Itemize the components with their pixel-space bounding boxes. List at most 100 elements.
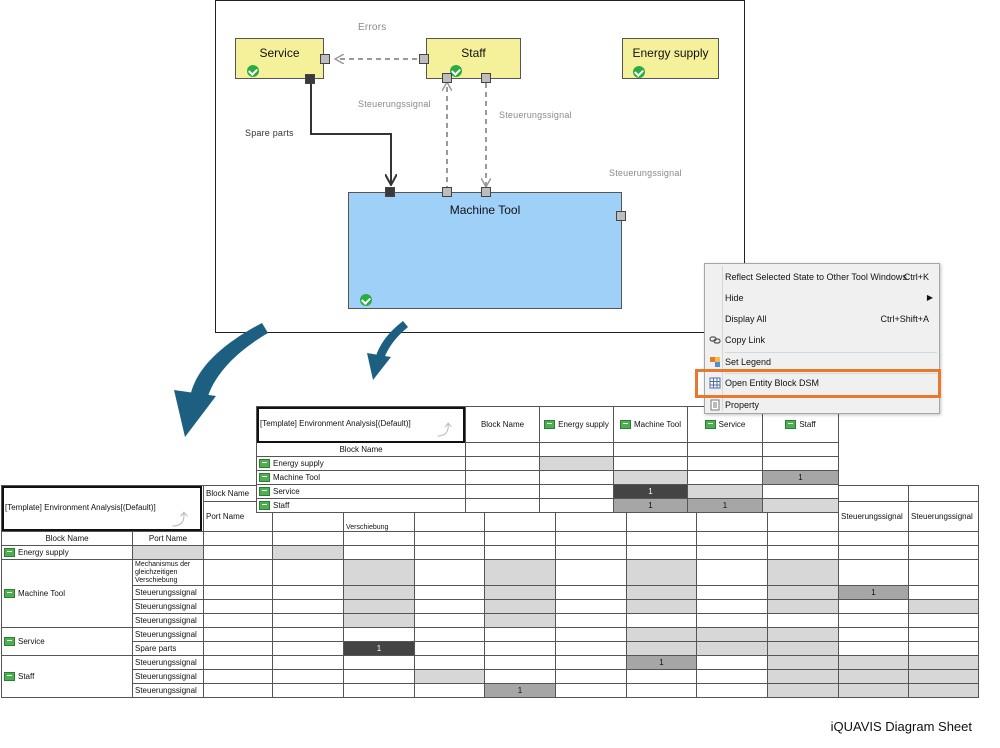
port-name-cell: Steuerungssignal (132, 683, 204, 698)
flow-label-steuerungssignal: Steuerungssignal (499, 110, 572, 120)
port-staff-signal-out[interactable] (481, 73, 491, 83)
entity-icon (704, 420, 716, 430)
col-header-service[interactable]: Service (687, 406, 763, 443)
menu-item-hide[interactable]: Hide ▶ (707, 288, 937, 308)
entity-icon (4, 589, 15, 599)
template-label: [Template] Environment Analysis[(Default… (260, 419, 411, 428)
port-dsm-table[interactable]: [Template] Environment Analysis[(Default… (1, 485, 979, 698)
entity-icon (620, 420, 631, 430)
port-name-cell: Steuerungssignal (132, 613, 204, 628)
menu-item-open-entity-block-dsm[interactable]: Open Entity Block DSM (707, 373, 937, 393)
spare-parts-flow-line (310, 84, 391, 184)
col-block-name-header: Block Name (465, 406, 540, 443)
port-name-cell: Steuerungssignal (132, 627, 204, 642)
dsm-mark[interactable]: 1 (838, 585, 909, 600)
entity-icon (259, 459, 270, 469)
block-machine-tool[interactable]: Machine Tool (348, 192, 622, 309)
row-port-name-header: Port Name (132, 531, 204, 546)
port-name-cell: Spare parts (132, 641, 204, 656)
check-icon (633, 66, 645, 78)
menu-item-property[interactable]: Property (707, 395, 937, 415)
row-block-staff[interactable]: Staff (1, 655, 133, 698)
flow-label-errors: Errors (358, 22, 387, 33)
port-machine-signal-out[interactable] (442, 187, 452, 197)
entity-icon (259, 473, 270, 483)
entity-icon (259, 487, 270, 497)
legend-icon (710, 357, 720, 367)
block-title: Energy supply (632, 46, 709, 60)
port-machine-spare-parts-in[interactable] (385, 187, 395, 197)
dsm-mark[interactable]: 1 (343, 641, 415, 656)
entity-icon (785, 420, 797, 430)
entity-icon (4, 672, 15, 682)
row-block-machine-tool[interactable]: Machine Tool (256, 470, 466, 485)
dsm-mark[interactable]: 1 (687, 498, 763, 513)
caption: iQUAVIS Diagram Sheet (830, 719, 972, 734)
row-block-service[interactable]: Service (1, 627, 133, 656)
block-diagram-canvas[interactable]: Service Staff Energy supply Machine Tool… (215, 0, 745, 333)
entity-icon (4, 548, 15, 558)
dsm-grid-icon (709, 377, 721, 389)
property-icon (710, 399, 720, 411)
menu-item-set-legend[interactable]: Set Legend (707, 352, 937, 372)
template-highlight-box (2, 486, 202, 531)
block-title: Machine Tool (449, 203, 521, 217)
port-staff-signal-in[interactable] (442, 73, 452, 83)
row-block-energy-supply[interactable]: Energy supply (256, 456, 466, 471)
menu-separator (725, 373, 937, 374)
menu-item-display-all[interactable]: Display All Ctrl+Shift+A (725, 314, 929, 324)
big-arrow-head (174, 390, 216, 437)
col-port-label: Steuerungssignal (838, 501, 909, 532)
row-block-name-header: Block Name (256, 442, 466, 457)
menu-separator (725, 352, 937, 353)
port-name-cell: Steuerungssignal (132, 669, 204, 684)
block-staff[interactable]: Staff (426, 38, 521, 79)
context-menu: Reflect Selected State to Other Tool Win… (704, 263, 940, 414)
block-dsm-table[interactable]: [Template] Environment Analysis[(Default… (256, 406, 839, 513)
port-name-cell: Mechanismus der gleichzeitigen Verschieb… (132, 559, 204, 586)
port-name-cell: Steuerungssignal (132, 585, 204, 600)
col-header-machine-tool[interactable]: Machine Tool (613, 406, 688, 443)
col-port-label: Steuerungssignal (908, 501, 979, 532)
port-machine-signal-in[interactable] (481, 187, 491, 197)
check-icon (450, 65, 462, 77)
row-block-service[interactable]: Service (256, 484, 466, 499)
entity-icon (544, 420, 556, 430)
template-highlight-box (257, 407, 465, 443)
flow-label-steuerungssignal: Steuerungssignal (358, 99, 431, 109)
dsm-mark[interactable]: 1 (484, 683, 556, 698)
port-machine-signal-right[interactable] (616, 211, 626, 221)
template-label: [Template] Environment Analysis[(Default… (5, 503, 156, 512)
check-icon (247, 65, 259, 77)
block-service[interactable]: Service (235, 38, 324, 79)
block-energy-supply[interactable]: Energy supply (622, 38, 719, 79)
flow-label-steuerungssignal: Steuerungssignal (609, 168, 682, 178)
row-block-energy-supply[interactable]: Energy supply (1, 545, 133, 560)
flow-label-spare-parts: Spare parts (245, 128, 294, 138)
corner-icon: ⤴ (437, 422, 453, 439)
submenu-arrow-icon: ▶ (926, 293, 933, 302)
dsm-mark[interactable]: 1 (613, 484, 688, 499)
port-service-spare-parts-out[interactable] (305, 74, 315, 84)
check-icon (360, 294, 372, 306)
connection-lines (310, 1, 746, 191)
dsm-mark[interactable]: 1 (626, 655, 697, 670)
entity-icon (259, 501, 270, 511)
dsm-mark[interactable]: 1 (762, 470, 839, 485)
menu-item-reflect-state[interactable]: Reflect Selected State to Other Tool Win… (725, 272, 929, 282)
block-title: Service (259, 46, 300, 60)
row-block-machine-tool[interactable]: Machine Tool (1, 559, 133, 628)
small-arrow-head (367, 353, 391, 380)
link-icon (709, 336, 721, 344)
port-name-cell: Steuerungssignal (132, 599, 204, 614)
dsm-mark[interactable]: 1 (613, 498, 688, 513)
port-service-errors-in[interactable] (320, 54, 330, 64)
row-block-staff[interactable]: Staff (256, 498, 466, 513)
col-header-energy-supply[interactable]: Energy supply (539, 406, 614, 443)
port-name-cell: Steuerungssignal (132, 655, 204, 670)
menu-item-highlight-box (695, 369, 941, 398)
big-arrow-body (190, 323, 268, 403)
port-staff-errors-out[interactable] (419, 54, 429, 64)
corner-icon: ⤴ (172, 512, 189, 529)
menu-item-copy-link[interactable]: Copy Link (707, 330, 937, 350)
